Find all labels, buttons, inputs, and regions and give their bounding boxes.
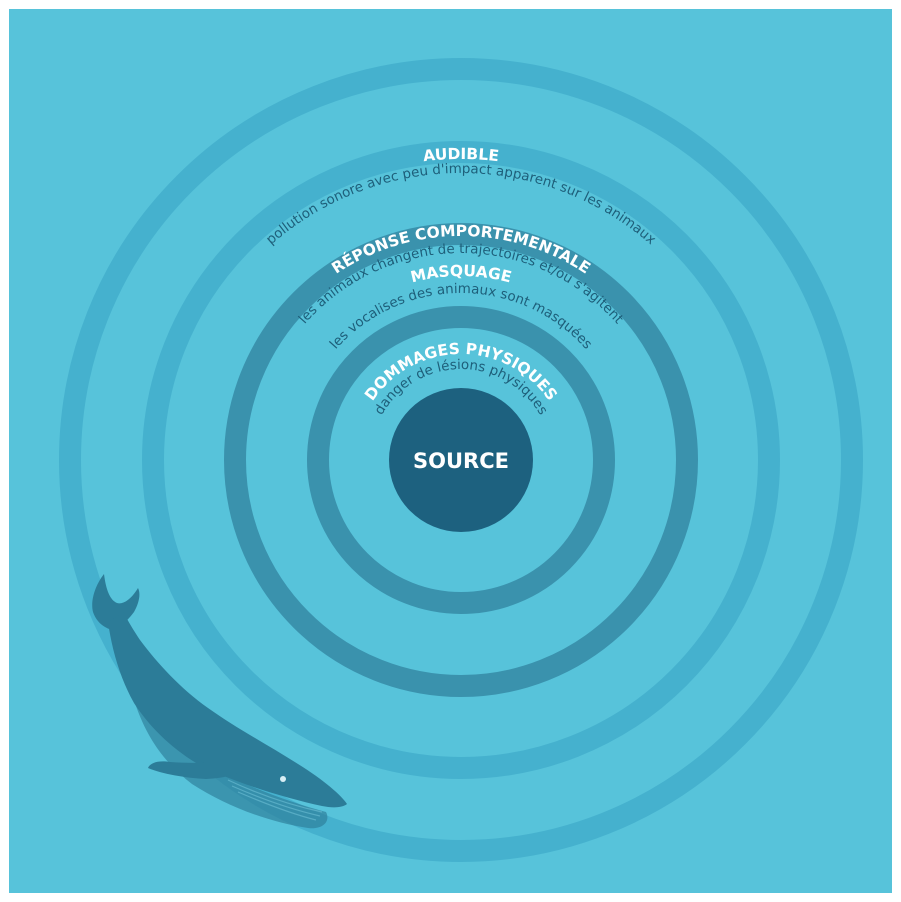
whale-throat-grooves bbox=[227, 779, 323, 821]
whale-eye bbox=[280, 776, 286, 782]
ring-reponse-comportementale bbox=[142, 141, 780, 779]
zone-title-audible: AUDIBLE bbox=[422, 145, 500, 165]
ring-dommages-physiques bbox=[307, 306, 615, 614]
ring-masquage bbox=[224, 223, 698, 697]
source-label: SOURCE bbox=[413, 449, 509, 473]
whale-pectoral-fin bbox=[148, 760, 246, 779]
zone-title-audible-text: AUDIBLE bbox=[422, 145, 500, 165]
whale-belly bbox=[136, 706, 328, 829]
whale-icon bbox=[92, 574, 347, 829]
ring-audible bbox=[59, 58, 863, 862]
whale-body bbox=[108, 612, 347, 808]
whale-tail-fluke bbox=[92, 574, 140, 630]
source-circle bbox=[389, 388, 533, 532]
